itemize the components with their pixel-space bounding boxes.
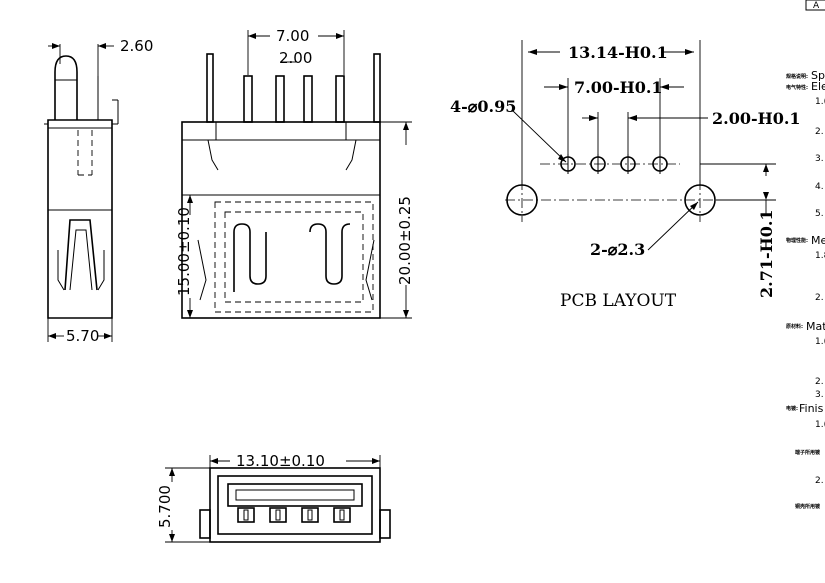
pcb-layout-title: PCB LAYOUT <box>560 291 677 311</box>
spec-item-en: 3. <box>815 390 824 400</box>
spec-item-cn: 规格说明: <box>786 73 808 80</box>
spec-item-en: Finis <box>799 402 824 415</box>
spec-item-en: Ele <box>811 80 825 93</box>
spec-item-en: Me <box>811 234 825 247</box>
spec-item-cn: 物理性能: <box>786 237 808 244</box>
spec-item-cn: 电气特性: <box>786 84 808 91</box>
spec-item-en: Sp <box>811 69 825 82</box>
spec-item-en: 2. <box>815 127 824 137</box>
side-top-dim-label: 2.60 <box>120 37 153 55</box>
spec-item-en: 2. <box>815 293 824 303</box>
spec-panel: A 规格说明: Sp 电气特性: Ele 1.( 2. 3. 4. 5. 物理性… <box>786 0 825 510</box>
front-total-height-label: 20.00±0.25 <box>396 196 414 285</box>
front-pitch-dim-label: 7.00 <box>276 27 309 45</box>
spec-item-en: 2. <box>815 377 824 387</box>
spec-item-en: 4. <box>815 182 824 192</box>
spec-item-cn: 铜壳所用镀 <box>795 503 821 510</box>
pcb-mount-holes-label: 2-⌀2.3 <box>590 240 645 259</box>
spec-item-en: 1.( <box>815 97 825 107</box>
revision-mark: A <box>813 1 820 11</box>
spec-item-en: 5. <box>815 209 824 219</box>
pcb-outer-span-label: 13.14-H0.1 <box>568 43 668 62</box>
bottom-view: 13.10±0.10 5.700 <box>156 452 391 543</box>
pcb-pin-pitch-label: 2.00-H0.1 <box>712 109 801 128</box>
spec-item-cn: 端子所用镀 <box>795 449 821 456</box>
spec-item-en: 1.8 <box>815 251 825 261</box>
bottom-width-dim-label: 13.10±0.10 <box>236 452 325 470</box>
pcb-pin-holes-label: 4-⌀0.95 <box>450 97 516 116</box>
spec-item-en: 3. <box>815 154 824 164</box>
spec-item-en: 1.( <box>815 337 825 347</box>
pcb-layout: 13.14-H0.1 7.00-H0.1 2.00-H0.1 <box>450 40 801 311</box>
pcb-pin-span-label: 7.00-H0.1 <box>574 78 663 97</box>
front-pin-pitch-label: 2.00 <box>279 49 312 67</box>
front-height-dim-label: 15.00±0.10 <box>175 207 193 296</box>
side-bottom-dim-label: 5.70 <box>66 327 99 345</box>
bottom-height-dim-label: 5.700 <box>156 485 174 528</box>
side-view: 2.60 5.70 <box>44 37 153 345</box>
spec-item-en: Mat <box>806 320 825 333</box>
spec-item-cn: 电镀: <box>786 405 798 412</box>
spec-item-en: 2. <box>815 476 824 486</box>
spec-item-cn: 原材料: <box>786 323 803 330</box>
pcb-row-offset-label: 2.71-H0.1 <box>757 209 776 298</box>
front-view: 7.00 2.00 15.00±0.10 <box>175 27 414 319</box>
spec-item-en: 1.( <box>815 420 825 430</box>
